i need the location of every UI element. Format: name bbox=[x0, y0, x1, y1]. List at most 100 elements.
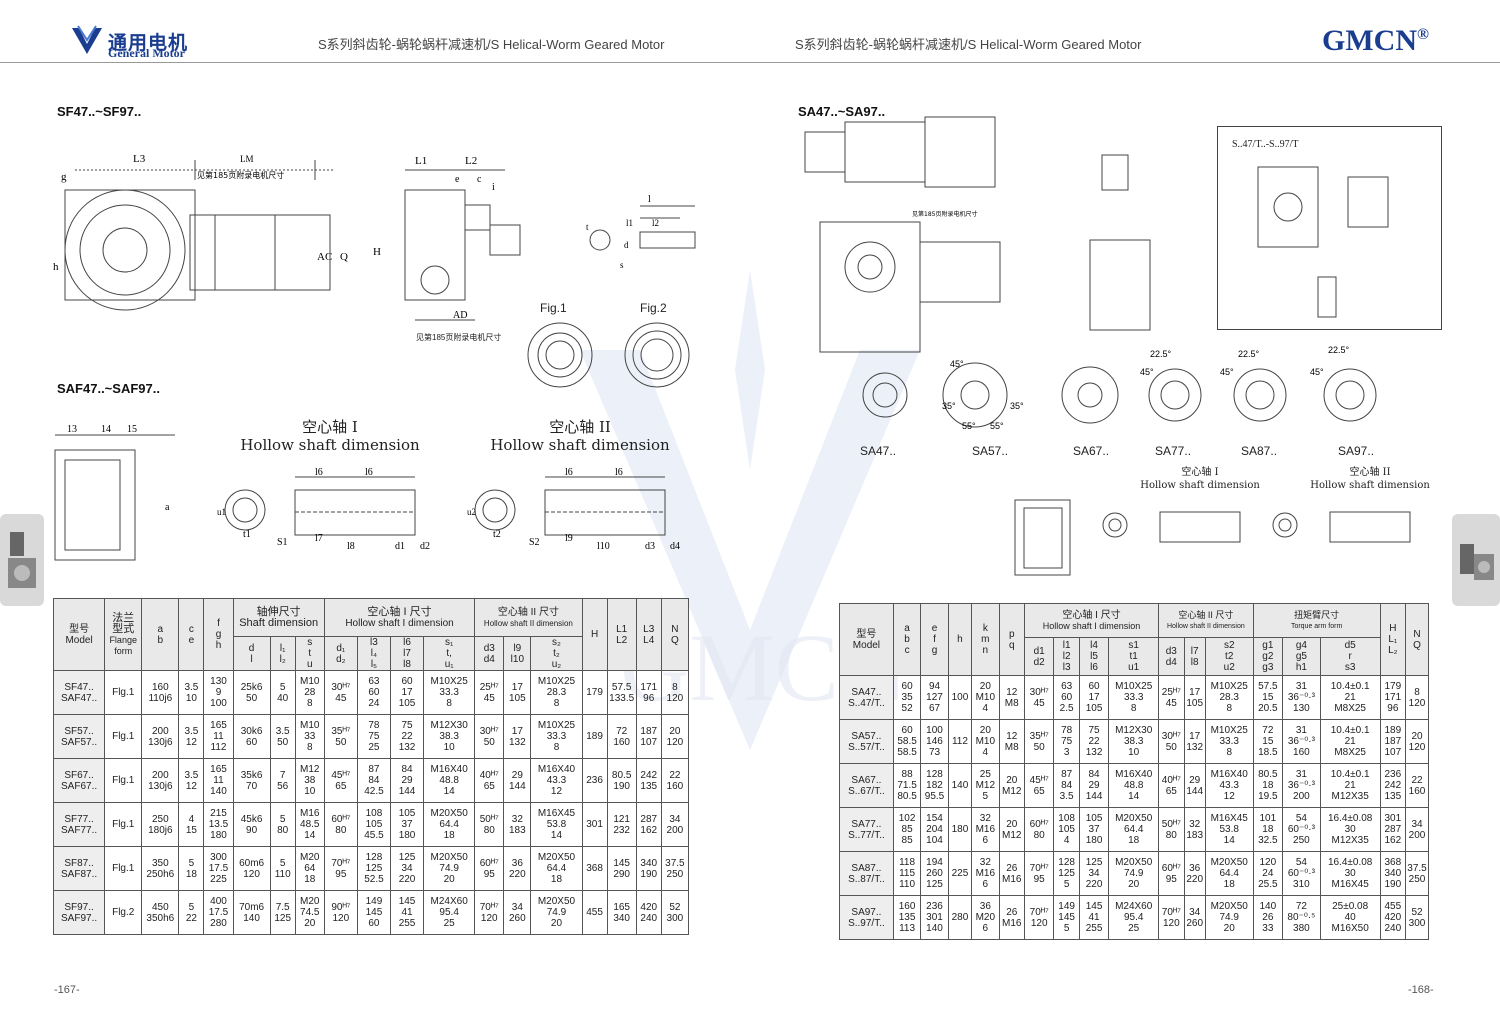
logo-english: General Motor bbox=[108, 46, 185, 60]
table-cell: M16X40 43.3 12 bbox=[1204, 763, 1254, 808]
table-cell: 72 15 18.5 bbox=[1252, 719, 1284, 764]
table-cell: 36 220 bbox=[503, 846, 532, 891]
table-cell: SA97.. S..97/T.. bbox=[839, 895, 894, 940]
angle-45-d: 45° bbox=[1310, 367, 1324, 377]
table-cell: 101 18 32.5 bbox=[1252, 807, 1284, 852]
table-cell: M10X25 33.3 8 bbox=[1108, 675, 1160, 720]
table-cell: 50ᴴ⁷ 80 bbox=[474, 802, 505, 847]
table-cell: 63 60 24 bbox=[356, 670, 391, 715]
table-cell: 34 200 bbox=[1405, 807, 1429, 852]
table-cell: 70ᴴ⁷ 120 bbox=[1158, 895, 1185, 940]
gear-motor-icon bbox=[8, 532, 36, 588]
dim-l6-a: l6 bbox=[315, 467, 323, 478]
table-cell: SF97.. SAF97.. bbox=[52, 890, 106, 935]
table-cell: Flg.1 bbox=[104, 802, 143, 847]
col-abc: a b c bbox=[892, 603, 922, 676]
table-cell: 12 M8 bbox=[998, 675, 1025, 720]
fig1-flange-drawing bbox=[527, 322, 593, 388]
col-NQ: N Q bbox=[1405, 603, 1429, 676]
table-cell: 340 190 bbox=[635, 846, 662, 891]
col-ab: a b bbox=[141, 598, 180, 671]
table-cell: 90ᴴ⁷ 120 bbox=[323, 890, 358, 935]
table-cell: 52 300 bbox=[660, 890, 690, 935]
table-cell: 37.5 250 bbox=[660, 846, 690, 891]
torque-arm-label: S..47/T..-S..97/T bbox=[1232, 139, 1299, 150]
table-cell: 31 36⁻⁰·³ 160 bbox=[1282, 719, 1321, 764]
sf-motor-drawing: L3 LM 见第185页附录电机尺寸 g h AC Q bbox=[53, 153, 348, 311]
table-cell: M10X25 28.3 8 bbox=[530, 670, 583, 715]
table-cell: 25 M12 5 bbox=[971, 763, 1000, 808]
table-cell: 52 300 bbox=[1405, 895, 1429, 940]
table-cell: 3.5 50 bbox=[269, 714, 296, 759]
table-cell: M10 28 8 bbox=[294, 670, 325, 715]
flange-label-sa97: SA97.. bbox=[1338, 444, 1375, 458]
table-cell: 80.5 190 bbox=[606, 758, 637, 803]
sa-spec-table: 型号 Model a b c e f g h k m n p q 空心轴 I 尺… bbox=[839, 603, 1429, 940]
table-cell: 84 29 144 bbox=[389, 758, 425, 803]
table-cell: 30ᴴ⁷ 45 bbox=[1023, 675, 1055, 720]
table-cell: 60ᴴ⁷ 95 bbox=[474, 846, 505, 891]
dim-d1: d1 bbox=[395, 541, 405, 552]
table-cell: M12X30 38.3 10 bbox=[1108, 719, 1160, 764]
table-cell: 3.5 12 bbox=[178, 758, 205, 803]
table-cell: 25k6 50 bbox=[232, 670, 271, 715]
page-number-right: -168- bbox=[1408, 984, 1434, 996]
table-cell: 250 180j6 bbox=[141, 802, 180, 847]
dim-i: i bbox=[492, 182, 495, 193]
col-fgh: f g h bbox=[203, 598, 234, 671]
table-cell: 35ᴴ⁷ 50 bbox=[323, 714, 358, 759]
table-cell: 301 bbox=[581, 802, 608, 847]
table-cell: 128 125 5 bbox=[1053, 851, 1080, 896]
col-model: 型号 Model bbox=[52, 598, 106, 671]
table-cell: 20 M12 bbox=[998, 763, 1025, 808]
table-cell: 70m6 140 bbox=[232, 890, 271, 935]
dim-d: d bbox=[624, 240, 629, 250]
table-cell: SF47.. SAF47.. bbox=[52, 670, 106, 715]
col-ce: c e bbox=[178, 598, 205, 671]
table-cell: M20X50 74.9 20 bbox=[530, 890, 583, 935]
side-tab-left[interactable] bbox=[0, 514, 44, 606]
table-cell: M20X50 64.4 18 bbox=[530, 846, 583, 891]
table-cell: 26 M16 bbox=[998, 851, 1025, 896]
table-cell: M20X50 64.4 18 bbox=[423, 802, 476, 847]
page-number-left: -167- bbox=[54, 984, 80, 996]
table-cell: 16.4±0.08 30 M16X45 bbox=[1319, 851, 1381, 896]
table-cell: M10X25 33.3 8 bbox=[423, 670, 476, 715]
table-cell: M24X60 95.4 25 bbox=[1108, 895, 1160, 940]
dim-h: h bbox=[53, 261, 59, 273]
table-cell: 100 146 73 bbox=[920, 719, 949, 764]
table-cell: SA77.. S..77/T.. bbox=[839, 807, 894, 852]
table-cell: 165 340 bbox=[606, 890, 637, 935]
section-title-sf: SF47..~SF97.. bbox=[57, 104, 142, 119]
table-cell: SF77.. SAF77.. bbox=[52, 802, 106, 847]
table-cell: 35ᴴ⁷ 50 bbox=[1023, 719, 1055, 764]
header-divider bbox=[0, 62, 1500, 63]
table-cell: 5 18 bbox=[178, 846, 205, 891]
table-cell: M20X50 64.4 18 bbox=[1204, 851, 1254, 896]
table-cell: 189 187 107 bbox=[1379, 719, 1407, 764]
table-cell: 29 144 bbox=[503, 758, 532, 803]
dim-u1: u1 bbox=[217, 507, 226, 517]
table-cell: 25ᴴ⁷ 45 bbox=[1158, 675, 1185, 720]
dim-lm: LM bbox=[240, 154, 254, 164]
table-cell: 287 162 bbox=[635, 802, 662, 847]
side-tab-right[interactable] bbox=[1452, 514, 1500, 606]
dim-hh: H bbox=[373, 246, 381, 258]
table-cell: 70ᴴ⁷ 120 bbox=[474, 890, 505, 935]
table-cell: 189 bbox=[581, 714, 608, 759]
table-cell: 40ᴴ⁷ 65 bbox=[474, 758, 505, 803]
dim-13: 13 bbox=[67, 424, 77, 435]
table-cell: 112 bbox=[947, 719, 973, 764]
table-cell: M10X25 33.3 8 bbox=[530, 714, 583, 759]
table-cell: 154 204 104 bbox=[920, 807, 949, 852]
table-cell: 8 120 bbox=[660, 670, 690, 715]
table-cell: M16 48.5 14 bbox=[294, 802, 325, 847]
table-cell: M16X40 48.8 14 bbox=[1108, 763, 1160, 808]
